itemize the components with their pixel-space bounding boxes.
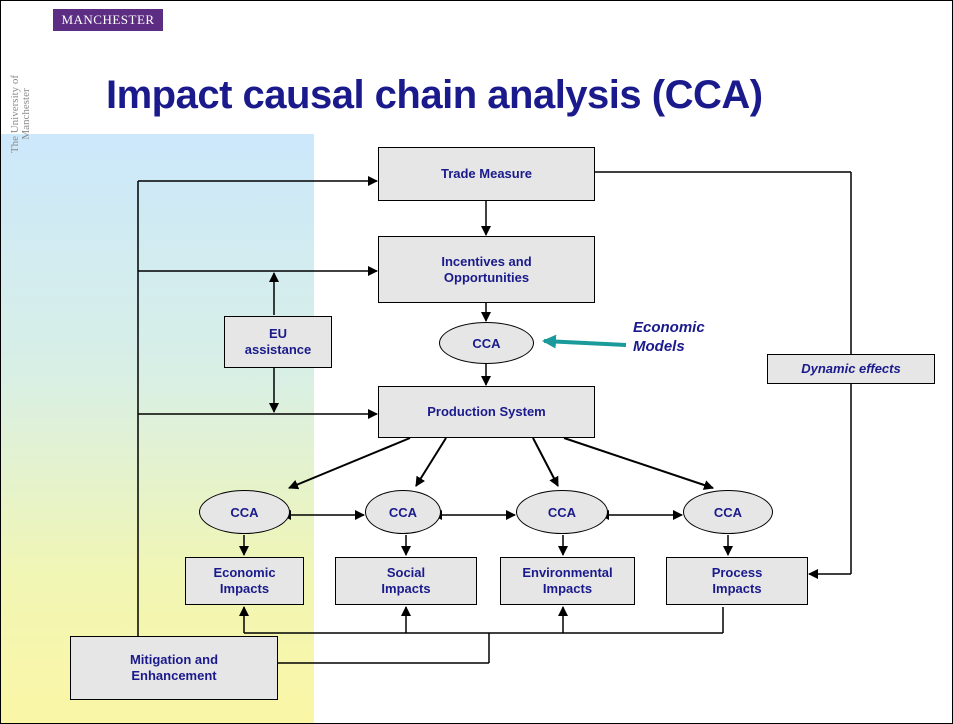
mitigation-label-line2: Enhancement [131, 668, 217, 683]
trade-measure-label: Trade Measure [440, 166, 533, 181]
eu-label-line1: EU [268, 326, 288, 341]
environmental-impacts-line2: Impacts [542, 581, 593, 596]
production-system-box: Production System [378, 386, 595, 438]
process-impacts-line1: Process [711, 565, 763, 580]
process-impacts-box: Process Impacts [666, 557, 808, 605]
eu-label-line2: assistance [244, 342, 312, 357]
slide-title: Impact causal chain analysis (CCA) [106, 73, 763, 117]
economic-impacts-line1: Economic [213, 565, 276, 580]
eu-assistance-box: EU assistance [224, 316, 332, 368]
dynamic-effects-box: Dynamic effects [767, 354, 935, 384]
cca-economic-ellipse: CCA [199, 490, 290, 534]
social-impacts-box: Social Impacts [335, 557, 477, 605]
cca-central-ellipse: CCA [439, 322, 534, 364]
cca-economic-label: CCA [230, 504, 259, 520]
economic-models-line1: Economic [633, 319, 705, 336]
social-impacts-line2: Impacts [381, 581, 431, 596]
university-logo: MANCHESTER [53, 9, 163, 31]
arrow-to-cca-economic [288, 437, 411, 490]
incentives-box: Incentives and Opportunities [378, 236, 595, 303]
environmental-impacts-box: Environmental Impacts [500, 557, 635, 605]
economic-impacts-line2: Impacts [219, 581, 270, 596]
arrow-to-cca-process [563, 437, 714, 490]
economic-models-line2: Models [633, 338, 685, 355]
cca-social-label: CCA [388, 504, 418, 520]
economic-impacts-box: Economic Impacts [185, 557, 304, 605]
cca-environmental-ellipse: CCA [516, 490, 608, 534]
economic-models-label: Economic Models [633, 318, 705, 356]
arrow-to-cca-environmental [532, 437, 559, 487]
background-gradient-band [1, 134, 314, 723]
cca-environmental-label: CCA [547, 504, 577, 520]
trade-measure-box: Trade Measure [378, 147, 595, 201]
social-impacts-line1: Social [386, 565, 426, 580]
dynamic-effects-label: Dynamic effects [801, 361, 901, 376]
environmental-impacts-line1: Environmental [522, 565, 613, 580]
production-system-label: Production System [427, 404, 546, 419]
incentives-label-line2: Opportunities [443, 269, 530, 285]
cca-process-ellipse: CCA [683, 490, 773, 534]
cca-process-label: CCA [713, 504, 743, 520]
cca-central-label: CCA [472, 335, 501, 351]
mitigation-enhancement-box: Mitigation and Enhancement [70, 636, 278, 700]
economic-models-arrow [542, 334, 627, 349]
process-impacts-line2: Impacts [712, 581, 762, 596]
incentives-label-line1: Incentives and [441, 253, 532, 269]
cca-social-ellipse: CCA [365, 490, 441, 534]
mitigation-label-line1: Mitigation and [129, 652, 219, 667]
arrow-to-cca-social [415, 437, 447, 487]
